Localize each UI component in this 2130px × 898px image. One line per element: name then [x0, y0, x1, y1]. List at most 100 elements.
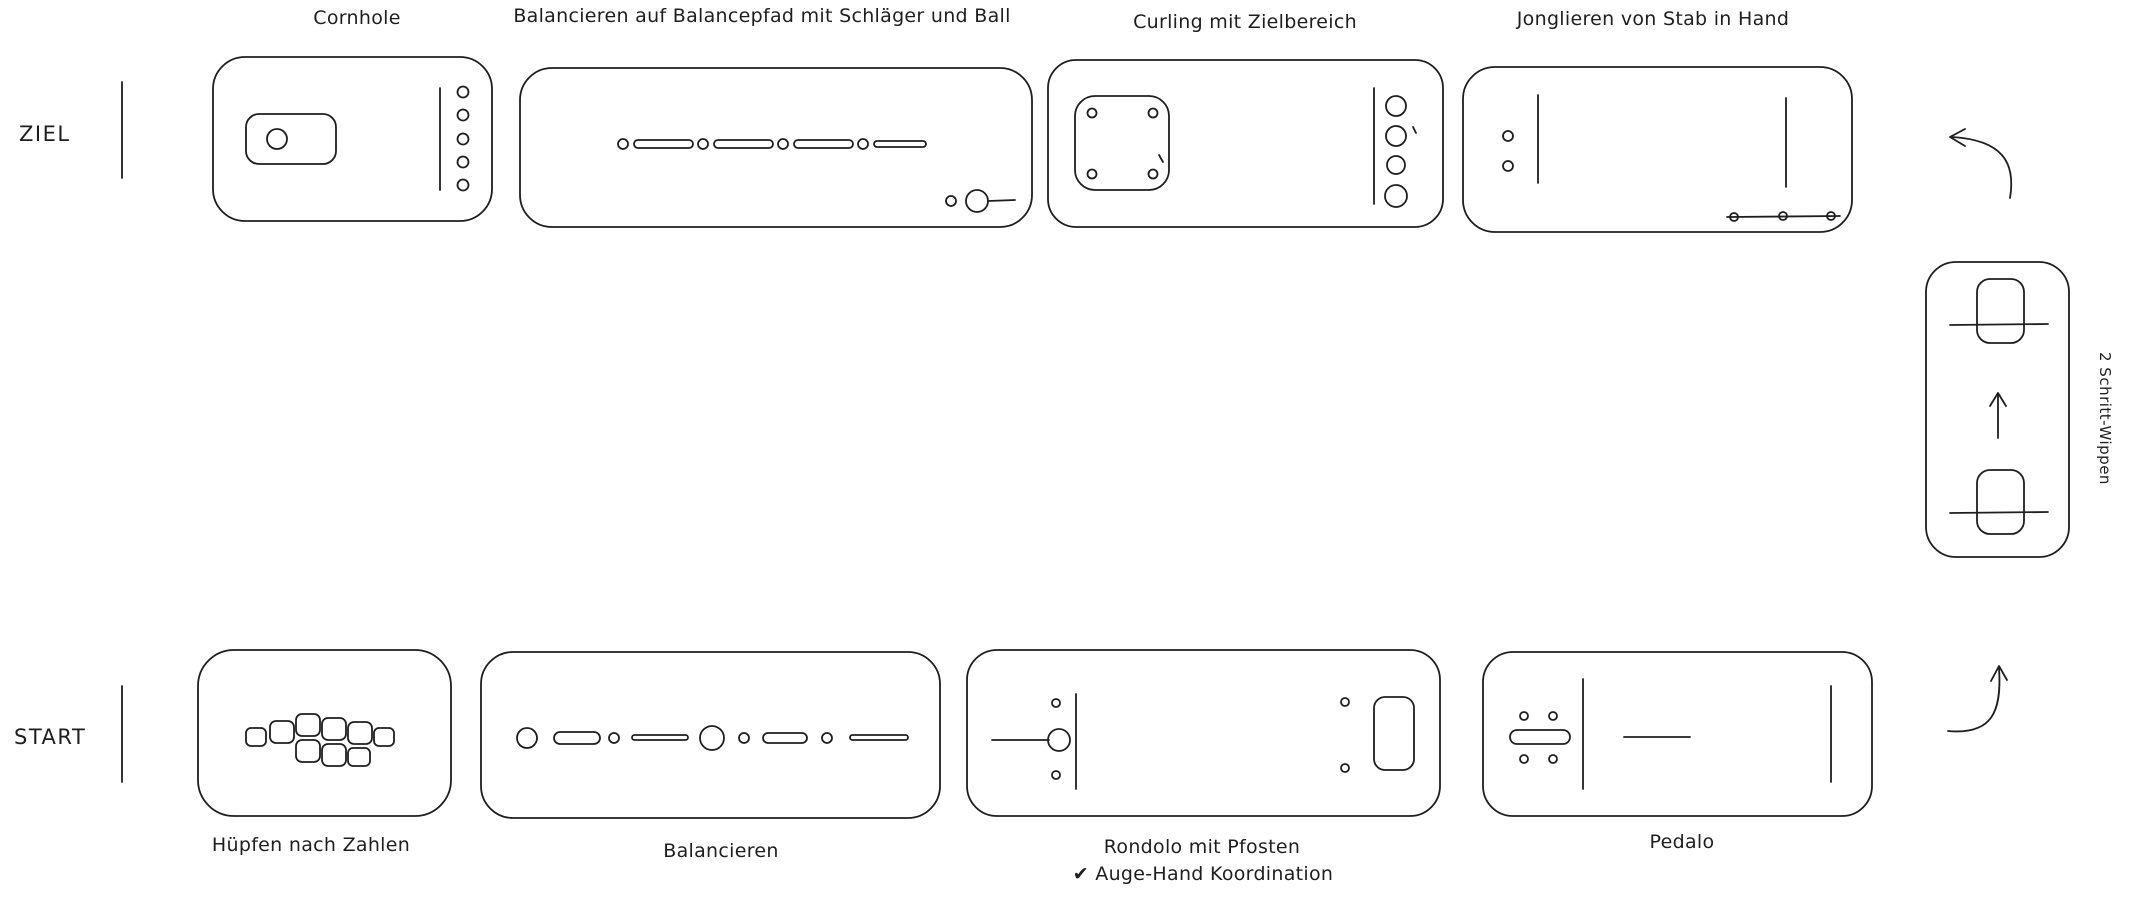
arrow-up-icon	[1947, 665, 2008, 733]
station-pedalo	[1482, 651, 1873, 817]
balance-dot	[738, 732, 750, 744]
stab-line	[1726, 215, 1841, 218]
rondolo-box	[966, 649, 1441, 817]
curling-target-zone	[1074, 95, 1170, 191]
pedalo-box	[1482, 651, 1873, 817]
station-label-balancieren: Balancieren	[663, 840, 779, 862]
pedalo-board	[1509, 729, 1571, 745]
station-label-curling: Curling mit Zielbereich	[1133, 11, 1357, 33]
number-tile	[245, 727, 267, 747]
curling-stone	[1386, 155, 1406, 175]
station-sublabel-rondolo: ✔ Auge-Hand Koordination	[1072, 863, 1334, 885]
station-label-jonglieren: Jonglieren von Stab in Hand	[1516, 8, 1790, 30]
curling-stone	[1385, 95, 1407, 117]
post-dot	[1340, 763, 1350, 773]
station-label-rondolo: Rondolo mit Pfosten	[1103, 836, 1301, 858]
pedalo-wheel	[1548, 754, 1558, 764]
station-balancieren	[480, 651, 941, 819]
station-jonglieren	[1462, 66, 1853, 233]
station-label-cornhole: Cornhole	[313, 7, 401, 29]
balancieren-box	[480, 651, 941, 819]
path-dot	[697, 138, 709, 150]
path-segment	[633, 139, 694, 149]
number-tile	[269, 720, 295, 744]
post-dot	[1051, 698, 1061, 708]
balance-dot	[608, 732, 620, 744]
cornhole-hole	[266, 128, 288, 150]
number-tile	[373, 727, 395, 747]
balance-beam	[849, 734, 909, 741]
path-segment	[873, 140, 927, 148]
cornhole-bag	[456, 155, 470, 169]
path-dot	[777, 138, 789, 150]
wippe-top	[1976, 278, 2025, 344]
station-huepfen	[197, 649, 452, 817]
wippe-axis-line	[1949, 323, 2049, 326]
station-label-schritt-wippen: 2 Schritt-Wippen	[2096, 352, 2114, 485]
pedalo-wheel	[1519, 711, 1529, 721]
curling-stone	[1385, 125, 1407, 147]
cornhole-box	[212, 56, 493, 222]
pedalo-wheel	[1548, 711, 1558, 721]
arrow-left-icon	[1949, 128, 2013, 199]
racket-handle	[987, 199, 1016, 202]
start-label: START	[14, 725, 87, 749]
balance-beam	[631, 734, 689, 741]
tick-mark	[1412, 126, 1417, 134]
number-tile	[295, 739, 321, 763]
target-corner-dot	[1086, 107, 1098, 119]
curling-stone	[1384, 184, 1408, 208]
target-corner-dot	[1147, 168, 1159, 180]
arrow-shaft	[1947, 667, 2001, 733]
wippe-bottom	[1976, 469, 2025, 535]
ziel-label: ZIEL	[19, 122, 71, 146]
cornhole-bag	[456, 132, 470, 146]
path-dot	[857, 138, 869, 150]
target-corner-dot	[1086, 168, 1098, 180]
stab-dot	[1729, 212, 1739, 222]
jonglieren-box	[1462, 66, 1853, 233]
arrow-head	[1949, 128, 1966, 147]
station-label-pedalo: Pedalo	[1649, 831, 1715, 853]
huepfen-box	[197, 649, 452, 817]
pedalo-wheel	[1519, 754, 1529, 764]
small-ball	[945, 195, 957, 207]
arrow-shaft	[1951, 136, 2013, 199]
station-rondolo	[966, 649, 1441, 817]
cornhole-board	[245, 113, 337, 165]
balancepfad-box	[519, 67, 1033, 228]
station-label-balancepfad: Balancieren auf Balancepfad mit Schläger…	[513, 5, 1011, 27]
racket-head	[965, 189, 989, 213]
ball-dot	[1502, 160, 1514, 172]
station-schritt-wippen	[1925, 261, 2070, 558]
ball-dot	[1502, 130, 1514, 142]
balance-disc	[516, 727, 538, 749]
cornhole-bag	[456, 108, 470, 122]
number-tile	[321, 743, 347, 767]
number-tile	[321, 717, 347, 741]
station-balancepfad	[519, 67, 1033, 228]
wippen-box	[1925, 261, 2070, 558]
station-cornhole	[212, 56, 493, 222]
up-arrow-head	[1989, 392, 2007, 407]
target-corner-dot	[1147, 107, 1159, 119]
path-segment	[793, 139, 854, 149]
path-dot	[617, 138, 629, 150]
tick-mark	[1158, 154, 1164, 163]
stab-dot	[1778, 211, 1788, 221]
wippe-axis-line	[1949, 511, 2049, 514]
station-label-huepfen: Hüpfen nach Zahlen	[211, 834, 411, 856]
balance-beam	[762, 732, 808, 744]
number-tile	[295, 713, 321, 737]
station-curling	[1047, 59, 1444, 228]
rondolo-wheel	[1047, 728, 1071, 752]
cornhole-bag	[456, 178, 470, 192]
cornhole-bag	[456, 85, 470, 99]
balance-disc	[699, 725, 725, 751]
curling-box	[1047, 59, 1444, 228]
post-dot	[1051, 770, 1061, 780]
stab-dot	[1826, 211, 1836, 221]
balance-dot	[821, 732, 833, 744]
